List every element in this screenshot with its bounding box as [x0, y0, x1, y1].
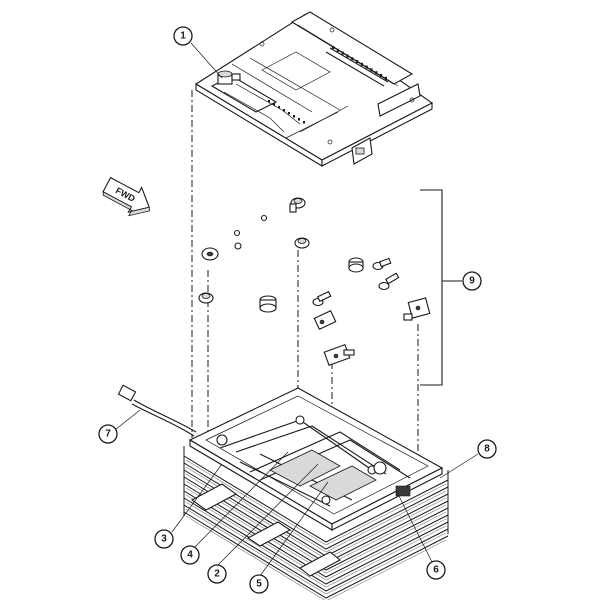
rack-tooth	[278, 106, 280, 109]
bellows-fold-shadow	[185, 515, 447, 600]
clevis-pin-a	[313, 310, 337, 330]
hardware-kit	[198, 189, 462, 386]
rack-tooth	[283, 109, 285, 112]
spacer-large	[259, 295, 277, 313]
washer	[233, 229, 241, 237]
bushing-middle	[294, 237, 310, 249]
spacer-cylinder	[348, 257, 364, 273]
callout-8: 8	[477, 439, 497, 459]
rack-tooth	[303, 121, 305, 124]
spacer-left	[201, 247, 219, 261]
callout-7: 7	[98, 424, 118, 444]
rack-teeth-lower	[268, 100, 305, 124]
kit-bracket	[420, 189, 443, 386]
rack-tooth	[293, 115, 295, 118]
bellows-layers	[183, 446, 449, 600]
bellows-fold	[183, 511, 449, 599]
rack-tooth	[360, 62, 363, 66]
svg-text:6: 6	[433, 565, 439, 576]
washer	[260, 214, 268, 222]
svg-text:2: 2	[214, 569, 220, 580]
bellows-fold-shadow	[185, 487, 447, 574]
bellows-fold-shadow	[185, 494, 447, 581]
clevis-pin-b	[403, 297, 431, 321]
svg-text:4: 4	[187, 550, 193, 561]
clevis-pin-c	[323, 343, 355, 367]
bellows-fold	[183, 504, 449, 592]
callout-6: 6	[426, 560, 446, 580]
bellows-fold	[183, 483, 449, 571]
bolt-a	[372, 257, 392, 271]
rack-tooth	[356, 60, 359, 63]
callout-1: 1	[173, 26, 193, 46]
callout-9: 9	[462, 271, 482, 291]
callout-4: 4	[180, 545, 200, 565]
rack-teeth	[332, 46, 387, 80]
rack-tooth	[370, 68, 373, 72]
plate-fastener	[217, 70, 241, 85]
svg-text:1: 1	[180, 31, 186, 42]
rack-tooth	[298, 118, 300, 121]
callout-3: 3	[154, 529, 174, 549]
bellows-fold	[183, 497, 449, 585]
forward-direction-arrow: FWD	[102, 176, 150, 217]
bellows-fold	[183, 455, 449, 543]
leader-lines	[114, 42, 479, 577]
rack-tooth	[268, 100, 270, 103]
callout-5: 5	[249, 574, 269, 594]
bellows-fold-shadow	[185, 501, 447, 588]
rack-tooth	[380, 74, 383, 77]
rack-tooth	[351, 57, 354, 61]
bushing-lower	[198, 292, 214, 304]
rack-tooth	[332, 46, 335, 49]
wiring-harness	[117, 384, 197, 437]
scissor-mechanism	[216, 415, 411, 507]
rack-tooth	[288, 112, 290, 115]
bellows-fold	[183, 490, 449, 578]
bolt-c	[312, 290, 332, 307]
svg-text:5: 5	[256, 579, 262, 590]
rack-tooth	[384, 76, 387, 80]
seat-base	[183, 387, 449, 600]
rack-tooth	[336, 48, 339, 52]
rack-tooth	[375, 71, 378, 75]
bellows-fold-shadow	[185, 459, 447, 546]
svg-text:8: 8	[484, 444, 490, 455]
bushing-upper	[289, 197, 306, 213]
washer	[234, 242, 242, 250]
rack-tooth	[273, 103, 275, 106]
callout-2: 2	[207, 564, 227, 584]
adjustment-rack	[325, 47, 389, 87]
top-mounting-plate	[194, 11, 434, 167]
bellows-fold-shadow	[185, 508, 447, 595]
svg-text:7: 7	[105, 429, 111, 440]
bolt-b	[378, 272, 400, 291]
rack-tooth	[365, 65, 368, 69]
svg-text:3: 3	[161, 534, 167, 545]
rack-tooth	[346, 54, 349, 58]
svg-text:9: 9	[469, 276, 475, 287]
rack-tooth	[341, 51, 344, 55]
